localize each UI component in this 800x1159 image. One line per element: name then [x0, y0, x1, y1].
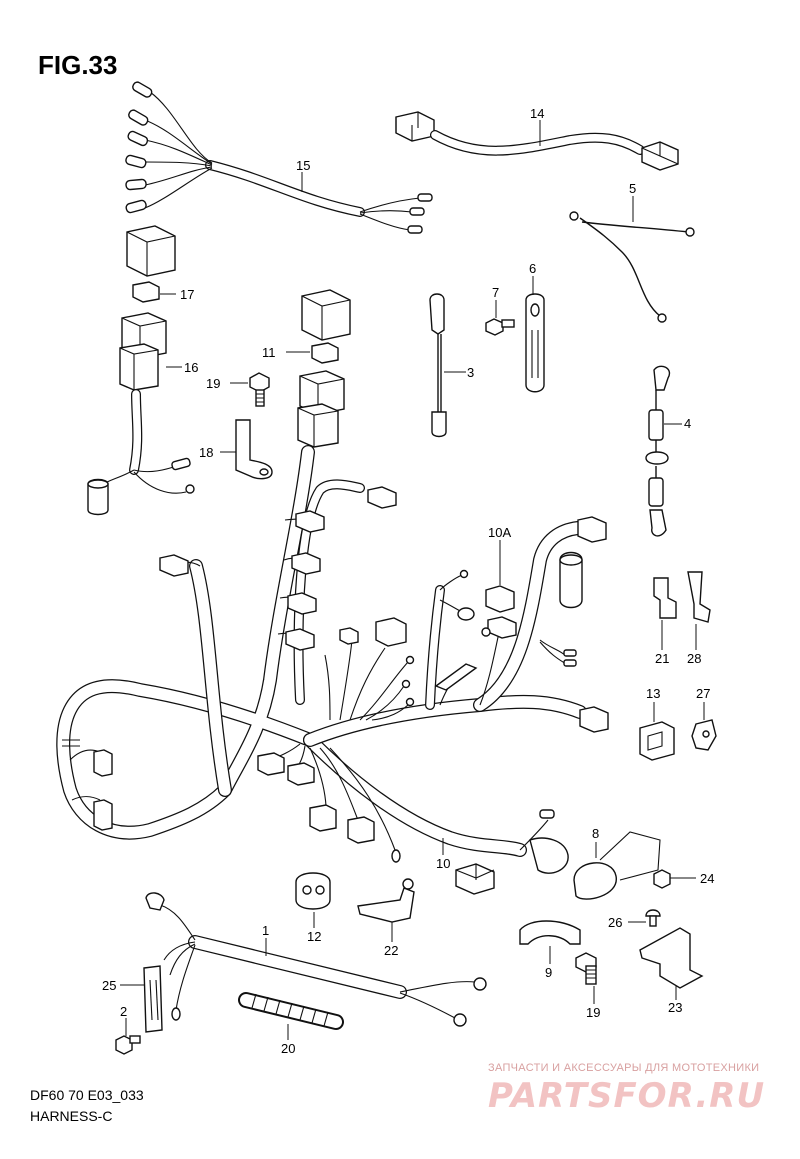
- figure-code: DF60 70 E03_033: [30, 1087, 144, 1103]
- part-17-relay[interactable]: 17: [126, 225, 194, 303]
- watermark-logo: PARTSFOR.RU: [488, 1076, 766, 1116]
- part-18-bracket[interactable]: 18: [199, 419, 273, 480]
- callout-9: 9: [545, 965, 552, 980]
- part-19-bolt-upper[interactable]: 19: [206, 372, 270, 407]
- callout-12: 12: [307, 929, 321, 944]
- callout-14: 14: [530, 106, 544, 121]
- callout-22: 22: [384, 943, 398, 958]
- callout-10a: 10A: [488, 525, 511, 540]
- callout-19-lower: 19: [586, 1005, 600, 1020]
- callout-15: 15: [296, 158, 310, 173]
- part-10-main-harness[interactable]: 10A: [56, 370, 609, 895]
- callout-7: 7: [492, 285, 499, 300]
- callout-18: 18: [199, 445, 213, 460]
- callout-24: 24: [700, 871, 714, 886]
- callout-3: 3: [467, 365, 474, 380]
- part-22-bracket[interactable]: 22: [357, 878, 415, 958]
- part-3-lead[interactable]: 3: [429, 293, 474, 438]
- callout-17: 17: [180, 287, 194, 302]
- callout-4: 4: [684, 416, 691, 431]
- part-9-bracket[interactable]: 9: [519, 920, 581, 980]
- part-15-harness[interactable]: 15: [125, 81, 433, 234]
- callout-10: 10: [436, 856, 450, 871]
- part-14-harness[interactable]: 14: [395, 106, 679, 171]
- part-2-bolt[interactable]: 2: [115, 1004, 141, 1055]
- figure-name: HARNESS-C: [30, 1108, 113, 1124]
- callout-21: 21: [655, 651, 669, 666]
- part-23-bracket[interactable]: 23: [639, 927, 704, 1015]
- part-11-relay[interactable]: 11: [262, 289, 351, 364]
- part-16-harness[interactable]: 16: [87, 312, 198, 516]
- part-21-clip[interactable]: 21: [653, 577, 677, 666]
- part-4-ground-strap[interactable]: 4: [645, 365, 691, 537]
- part-7-bolt[interactable]: 7: [485, 285, 515, 336]
- callout-19-upper: 19: [206, 376, 220, 391]
- part-19-bolt-lower[interactable]: 19: [575, 952, 600, 1020]
- callout-5: 5: [629, 181, 636, 196]
- part-28-clip[interactable]: 28: [687, 571, 711, 666]
- callout-28: 28: [687, 651, 701, 666]
- part-1-harness[interactable]: 1: [145, 892, 487, 1027]
- watermark-tagline: ЗАПЧАСТИ И АКСЕССУАРЫ ДЛЯ МОТОТЕХНИКИ: [488, 1062, 760, 1074]
- callout-13: 13: [646, 686, 660, 701]
- part-13-grommet[interactable]: 13: [639, 686, 675, 761]
- callout-25: 25: [102, 978, 116, 993]
- callout-2: 2: [120, 1004, 127, 1019]
- part-5-ground-lead[interactable]: 5: [569, 181, 695, 323]
- part-26-screw[interactable]: 26: [608, 909, 661, 930]
- part-12-grommet[interactable]: 12: [295, 872, 331, 944]
- callout-16: 16: [184, 360, 198, 375]
- callout-27: 27: [696, 686, 710, 701]
- callout-23: 23: [668, 1000, 682, 1015]
- callout-20: 20: [281, 1041, 295, 1056]
- callout-8: 8: [592, 826, 599, 841]
- figure-title: FIG.33: [38, 50, 118, 80]
- callout-1: 1: [262, 923, 269, 938]
- part-6-bracket[interactable]: 6: [525, 261, 545, 393]
- part-25-bracket[interactable]: 25: [102, 965, 163, 1033]
- part-24-clip[interactable]: 24: [653, 869, 714, 889]
- callout-6: 6: [529, 261, 536, 276]
- part-8-cap[interactable]: 8: [573, 826, 661, 900]
- part-27-clip[interactable]: 27: [691, 686, 717, 751]
- callout-26: 26: [608, 915, 622, 930]
- callout-11: 11: [262, 345, 276, 360]
- part-20-spiral-tube[interactable]: 20: [238, 992, 344, 1056]
